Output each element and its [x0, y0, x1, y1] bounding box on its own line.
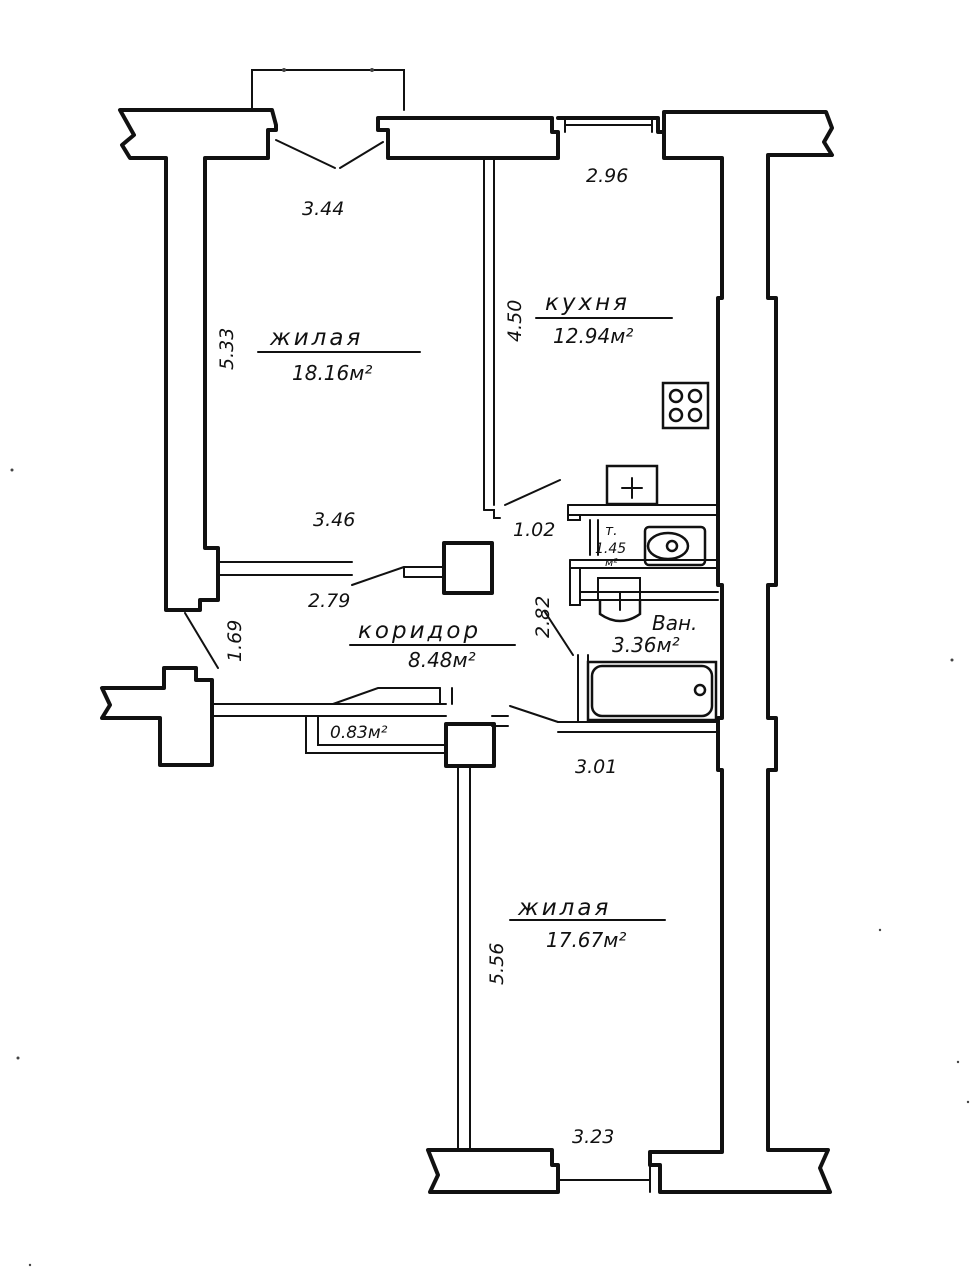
living-room-2-walls — [426, 765, 651, 1194]
kitchen-walls — [483, 110, 834, 1194]
kitchen-name: кухня — [545, 290, 630, 316]
sink-icon — [605, 464, 659, 506]
bath-area: 3.36м² — [612, 633, 680, 657]
scan-specks — [10, 468, 970, 1267]
toilet-icon — [643, 525, 707, 567]
toilet-area: 1.45 — [595, 541, 626, 557]
dim-kitchen-door: 1.02 — [513, 519, 555, 541]
living2-name: жилая — [517, 895, 611, 921]
bathroom-walls — [557, 504, 719, 733]
dim-entrance: 1.69 — [224, 620, 246, 662]
living-room-1-walls — [118, 108, 560, 612]
corridor-walls — [100, 541, 574, 768]
dim-living2-side: 5.56 — [486, 943, 508, 985]
living1-name: жилая — [269, 325, 363, 351]
balcony — [251, 68, 405, 169]
label-underlines — [257, 317, 673, 921]
toilet-name: т. — [605, 523, 618, 539]
pantry-area: 0.83м² — [330, 723, 388, 743]
living2-area: 17.67м² — [546, 928, 626, 952]
stove-icon — [661, 381, 710, 430]
bath-name: Ван. — [652, 611, 697, 635]
bathtub-icon — [586, 660, 718, 722]
dim-kitchen-side: 4.50 — [504, 300, 526, 342]
washbasin-icon — [598, 592, 642, 623]
dim-living1-top: 3.44 — [302, 198, 344, 220]
corridor-name: коридор — [358, 618, 481, 644]
dim-living1-bottom: 3.46 — [313, 509, 355, 531]
dim-living2-bottom: 3.23 — [572, 1126, 614, 1148]
dim-living1-side: 5.33 — [216, 328, 238, 370]
toilet-area-unit: м² — [605, 556, 618, 569]
dim-corridor-door: 2.79 — [308, 590, 350, 612]
dim-kitchen-top: 2.96 — [586, 165, 628, 187]
kitchen-area: 12.94м² — [553, 324, 633, 348]
living1-area: 18.16м² — [292, 361, 372, 385]
dim-bath-side: 2.82 — [532, 596, 554, 638]
corridor-area: 8.48м² — [408, 648, 476, 672]
dim-living2-top: 3.01 — [575, 756, 617, 778]
